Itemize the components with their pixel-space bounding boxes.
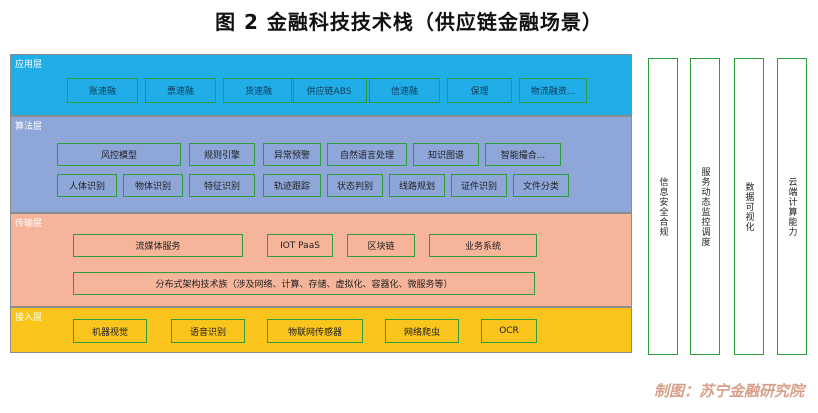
access-item: 网络爬虫 — [385, 319, 459, 343]
algo-item: 自然语言处理 — [327, 143, 407, 166]
distributed-architecture-box: 分布式架构技术族（涉及网络、计算、存储、虚拟化、容器化、微服务等） — [73, 272, 535, 295]
algo-item: 规则引擎 — [189, 143, 255, 166]
algo-item: 证件识别 — [451, 174, 507, 197]
side-column-security: 信息安全合规 — [648, 58, 678, 355]
algo-item: 特征识别 — [189, 174, 255, 197]
algo-item: 轨迹跟踪 — [263, 174, 321, 197]
app-item: 账速融 — [67, 78, 138, 103]
algo-item: 状态判别 — [327, 174, 383, 197]
access-layer-label: 接入层 — [15, 313, 43, 323]
application-layer-label: 应用层 — [15, 60, 43, 70]
algo-item: 线路规划 — [389, 174, 445, 197]
algo-item: 风控模型 — [57, 143, 181, 166]
app-item: 保理 — [447, 78, 512, 103]
transport-item: 区块链 — [347, 234, 415, 257]
side-column-label: 云端计算能力 — [786, 176, 797, 237]
access-item: 语音识别 — [171, 319, 245, 343]
access-item: OCR — [481, 319, 537, 343]
transport-item: IOT PaaS — [267, 234, 333, 257]
side-column-label: 信息安全合规 — [657, 176, 668, 237]
algo-item: 文件分类 — [513, 174, 569, 197]
algo-item: 人体识别 — [57, 174, 117, 197]
transport-item: 业务系统 — [429, 234, 537, 257]
application-layer: 应用层 账速融 票速融 货速融 供应链ABS 信速融 保理 物流融资... — [10, 54, 632, 116]
side-column-label: 服务动态监控调度 — [699, 166, 710, 247]
transport-item: 流媒体服务 — [73, 234, 243, 257]
algorithm-layer: 算法层 风控模型 规则引擎 异常预警 自然语言处理 知识图谱 智能撮合... 人… — [10, 116, 632, 213]
diagram-title: 图 2 金融科技技术栈（供应链金融场景） — [215, 10, 603, 34]
side-column-visualization: 数据可视化 — [734, 58, 764, 355]
transport-layer: 传输层 流媒体服务 IOT PaaS 区块链 业务系统 分布式架构技术族（涉及网… — [10, 213, 632, 307]
side-column-label: 数据可视化 — [743, 181, 754, 232]
source-credit: 制图：苏宁金融研究院 — [653, 382, 804, 400]
access-layer: 接入层 机器视觉 语音识别 物联网传感器 网络爬虫 OCR — [10, 307, 632, 353]
app-item: 货速融 — [223, 78, 294, 103]
algo-item: 物体识别 — [123, 174, 183, 197]
transport-layer-label: 传输层 — [15, 219, 43, 229]
access-item: 物联网传感器 — [267, 319, 363, 343]
algo-item: 智能撮合... — [485, 143, 561, 166]
algo-item: 异常预警 — [263, 143, 321, 166]
side-column-monitoring: 服务动态监控调度 — [690, 58, 720, 355]
app-item: 票速融 — [145, 78, 216, 103]
algo-item: 知识图谱 — [413, 143, 479, 166]
side-column-cloud: 云端计算能力 — [777, 58, 807, 355]
access-item: 机器视觉 — [73, 319, 147, 343]
app-item: 物流融资... — [519, 78, 587, 103]
app-item: 信速融 — [369, 78, 440, 103]
algorithm-layer-label: 算法层 — [15, 122, 43, 132]
app-item: 供应链ABS — [291, 78, 367, 103]
